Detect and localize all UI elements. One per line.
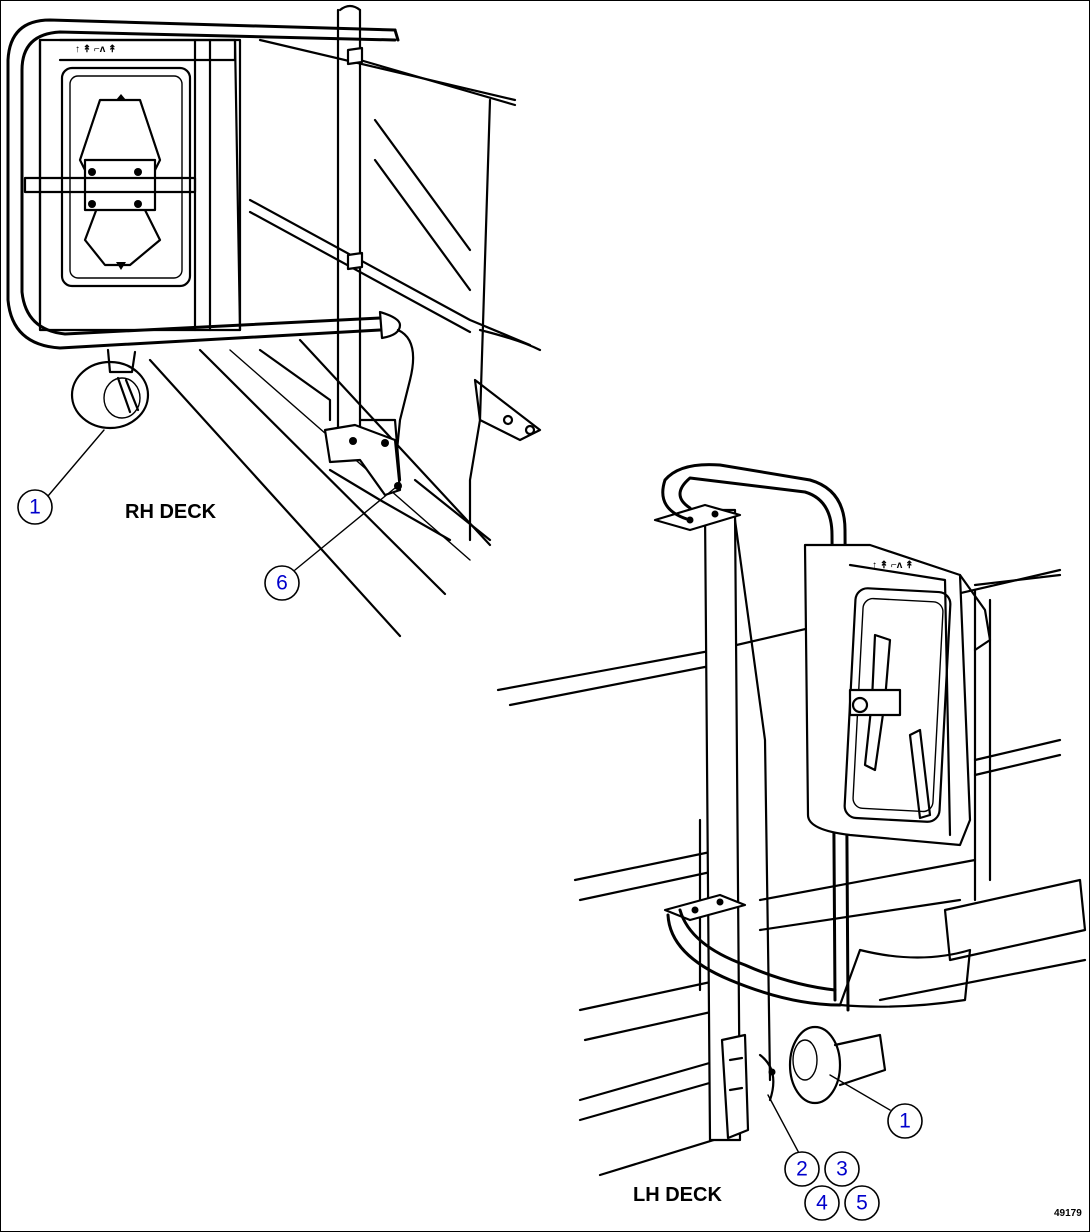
rh-handrail-end [393, 28, 400, 42]
lh-clamp-bolt [711, 510, 719, 518]
lh-deck-light [788, 1025, 842, 1105]
rh-light-bracket [116, 376, 140, 414]
rh-rail-end-cap [378, 310, 402, 340]
lh-mirror-handle [908, 728, 932, 820]
lh-lower-rail [578, 978, 722, 1042]
lh-deck-edge-b [578, 1078, 722, 1122]
rh-mirror-marks: ↑ ↟ ⌐ʌ ↟ [75, 44, 117, 55]
lh-ladder-side [733, 518, 772, 1082]
lh-top-clamp [653, 503, 742, 532]
rh-right-rail [478, 328, 542, 352]
leader-lh-2 [767, 1094, 801, 1156]
lh-light-body [833, 1033, 887, 1087]
lh-light-lens [792, 1039, 818, 1081]
rh-cable [393, 328, 415, 472]
rh-deck-panel [258, 348, 332, 422]
callout-4-number: 4 [816, 1192, 828, 1215]
rh-light-mount [106, 348, 137, 374]
rh-bracket-bolt [349, 437, 357, 445]
rh-bracket-bolt [381, 439, 389, 447]
lh-handrail-outer [661, 463, 850, 1012]
lh-handrail-inner [678, 476, 837, 1002]
rh-post-clamp [346, 46, 364, 66]
lh-hardware-clip [758, 1053, 775, 1102]
lh-deck-label: LH DECK [633, 1184, 722, 1206]
callout-rh-1: 1 [17, 489, 53, 525]
lh-bracket-slots [728, 1056, 744, 1092]
rh-rear-rail-top [258, 38, 517, 102]
figure-id: 49179 [1054, 1208, 1082, 1219]
rh-mirror-tip-top [116, 94, 126, 100]
rh-bracket-plate [358, 418, 402, 482]
rh-bracket-bolt [394, 482, 402, 490]
lh-mid-rail-left [573, 848, 722, 902]
lh-right-deck [878, 958, 1087, 1002]
rh-step-edge [413, 478, 492, 542]
rh-clamp-bolt [88, 168, 96, 176]
rh-mirror-tip [116, 262, 126, 270]
lh-mirror-knob [851, 696, 869, 714]
rh-post-clamp-2 [346, 251, 364, 271]
lh-lower-bracket [720, 1033, 750, 1140]
rh-deck-assembly: ↑ ↟ ⌐ʌ ↟ [6, 4, 542, 638]
rh-brace [373, 118, 472, 252]
callout-rh-6-number: 6 [276, 572, 288, 595]
callout-rh-6: 6 [264, 565, 300, 601]
callout-3: 3 [824, 1151, 860, 1187]
rh-deck-label: RH DECK [125, 501, 217, 523]
rh-handrail-outer [6, 18, 397, 350]
callout-4: 4 [804, 1185, 840, 1221]
lh-deck-edge [578, 1058, 722, 1102]
rh-clamp-bolt [134, 200, 142, 208]
lh-handrail-lower [666, 913, 842, 1007]
lh-top-rail-b [508, 663, 717, 707]
rh-right-foot [473, 378, 542, 442]
lh-hardware-bolt [768, 1068, 776, 1076]
lh-light-housing [838, 948, 972, 1008]
lh-mid-deck [758, 858, 977, 932]
lh-deck-base [598, 1133, 732, 1177]
rh-light-lens [103, 377, 141, 419]
rh-mirror-support [193, 38, 212, 332]
callout-lh-1: 1 [887, 1103, 923, 1139]
lh-top-rail-c [973, 573, 1062, 587]
rh-mirror-side [233, 38, 242, 332]
callout-2: 2 [784, 1151, 820, 1187]
lh-clamp-bolt [716, 898, 724, 906]
rh-brace-2 [373, 158, 472, 292]
callout-lh-1-number: 1 [899, 1110, 911, 1133]
rh-mirror-rod [23, 176, 197, 194]
lh-mirror-side [958, 573, 992, 652]
leader-lh-1 [829, 1074, 891, 1111]
leader-rh-6 [294, 487, 396, 571]
rh-post-cap [338, 4, 362, 12]
callout-3-number: 3 [836, 1158, 848, 1181]
lh-clamp-bolt [691, 906, 699, 914]
rh-rear-post [468, 98, 492, 542]
callout-rh-1-number: 1 [29, 496, 41, 519]
lh-mirror-frame-top [848, 563, 952, 837]
callout-5: 5 [844, 1185, 880, 1221]
rh-deck-edge-line-2 [198, 348, 447, 596]
lh-deck-assembly: ↑ ↟ ⌐ʌ ↟ [496, 463, 1087, 1177]
rh-bolt [502, 414, 514, 426]
rh-bolt [524, 424, 536, 436]
rh-clamp-bolt [88, 200, 96, 208]
lh-handrail-lower-b [678, 908, 837, 992]
callout-5-number: 5 [856, 1192, 868, 1215]
lh-right-step [943, 878, 1087, 962]
rh-mid-rail [248, 198, 532, 347]
leader-rh-1 [47, 429, 105, 497]
lh-mid-rail-right [973, 738, 1062, 777]
rh-rear-rail-top-2 [358, 58, 517, 107]
rh-deck-edge-line [148, 358, 402, 638]
rh-clamp-bolt [134, 168, 142, 176]
callout-2-number: 2 [796, 1158, 808, 1181]
lh-mirror-marks: ↑ ↟ ⌐ʌ ↟ [872, 560, 914, 571]
